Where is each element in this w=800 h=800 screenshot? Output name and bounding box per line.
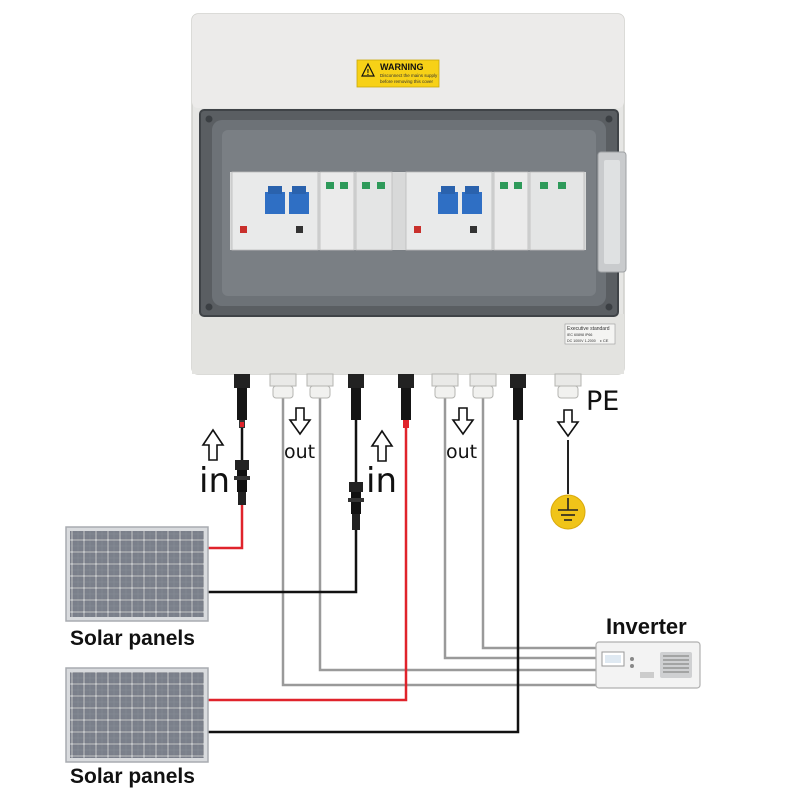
label-solar-panels-top: Solar panels xyxy=(70,627,195,650)
bottom-glands xyxy=(234,373,582,428)
label-out-right: out xyxy=(446,441,477,463)
cable-gland-4 xyxy=(469,373,497,399)
svg-text:!: ! xyxy=(367,68,370,77)
din-rail-devices xyxy=(230,171,586,251)
label-out-left: out xyxy=(284,441,315,463)
nameplate-title: Executive standard xyxy=(567,326,610,332)
label-in-right: in xyxy=(366,461,397,501)
warning-title: WARNING xyxy=(380,62,424,72)
mc4-input-2 xyxy=(348,374,364,420)
solar-panel-bottom xyxy=(65,667,209,763)
mc4-input-4 xyxy=(510,374,526,420)
surge-protector-1 xyxy=(319,171,355,251)
output-wire-4 xyxy=(481,398,598,650)
nameplate-line1: IEC 60898 IP66 xyxy=(567,333,592,337)
flow-arrows xyxy=(201,407,580,462)
cable-gland-2 xyxy=(306,373,334,399)
cable-gland-pe xyxy=(554,373,582,399)
nameplate-line2: DC 1000V 1-2000 xyxy=(567,339,596,343)
label-pe: PE xyxy=(586,386,619,417)
mc4-input-3 xyxy=(398,374,414,428)
arrow-up-icon xyxy=(201,428,225,461)
output-wire-3 xyxy=(443,398,598,660)
label-solar-panels-bottom: Solar panels xyxy=(70,765,195,788)
mc4-connector-left xyxy=(234,460,250,505)
mc4-input-1 xyxy=(234,374,250,428)
cable-gland-3 xyxy=(431,373,459,399)
positive-wire-bottom-panel xyxy=(208,420,408,702)
cable-gland-1 xyxy=(269,373,297,399)
label-in-left: in xyxy=(199,461,230,501)
arrow-down-icon xyxy=(451,407,475,436)
arrow-up-icon xyxy=(370,429,394,462)
label-inverter: Inverter xyxy=(606,614,687,639)
warning-text-line1: Disconnect the mains supply xyxy=(380,73,438,78)
warning-label: ! WARNING Disconnect the mains supply be… xyxy=(356,59,440,88)
inverter-unit xyxy=(595,641,701,689)
negative-wire-bottom-panel xyxy=(208,420,520,734)
output-wire-1 xyxy=(281,398,598,687)
solar-panel-top xyxy=(65,526,209,622)
negative-wire-top-panel xyxy=(208,530,358,594)
nameplate-marks: ε CE xyxy=(600,338,609,343)
mc4-connector-right xyxy=(348,482,364,530)
wiring xyxy=(208,398,598,734)
arrow-down-icon xyxy=(556,409,580,438)
ground-icon xyxy=(550,494,586,530)
surge-protector-2 xyxy=(493,171,529,251)
warning-triangle-icon xyxy=(361,62,375,77)
positive-wire-top-panel xyxy=(208,505,244,550)
output-wire-2 xyxy=(318,398,598,672)
nameplate: Executive standard IEC 60898 IP66 DC 100… xyxy=(564,323,616,345)
arrow-down-icon xyxy=(288,407,312,436)
warning-text-line2: before removing this cover xyxy=(380,79,434,84)
combiner-box: ! WARNING Disconnect the mains supply be… xyxy=(191,13,627,428)
